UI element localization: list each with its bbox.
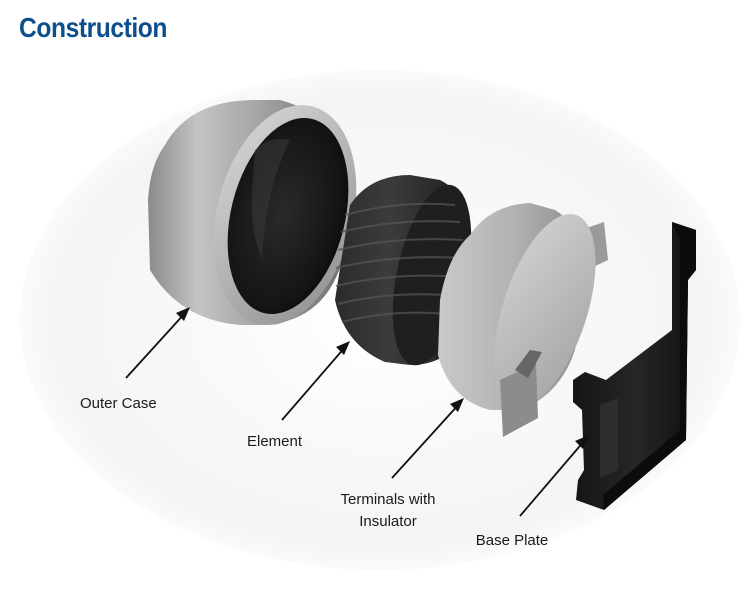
base-plate-arrowhead [575,435,589,449]
terminals-callout-line [391,402,461,479]
terminals-label-line1: Terminals with [340,491,435,508]
terminals-arrowhead [450,398,464,412]
outer-case-label: Outer Case [80,395,157,412]
outer-case-callout-line [125,311,187,379]
terminals-insulator-part [438,203,608,437]
outer-case-part [148,100,357,325]
base-plate-part [573,222,696,510]
terminals-label-line2: Insulator [359,513,417,530]
base-plate-callout-line [519,439,586,517]
element-label: Element [247,433,303,450]
page-title: Construction [19,12,168,43]
callout-arrowheads [176,307,589,449]
element-callout-line [281,345,347,421]
base-plate-label: Base Plate [476,532,549,549]
outer-case-arrowhead [176,307,190,321]
element-arrowhead [336,341,350,355]
callout-lines [125,311,586,517]
